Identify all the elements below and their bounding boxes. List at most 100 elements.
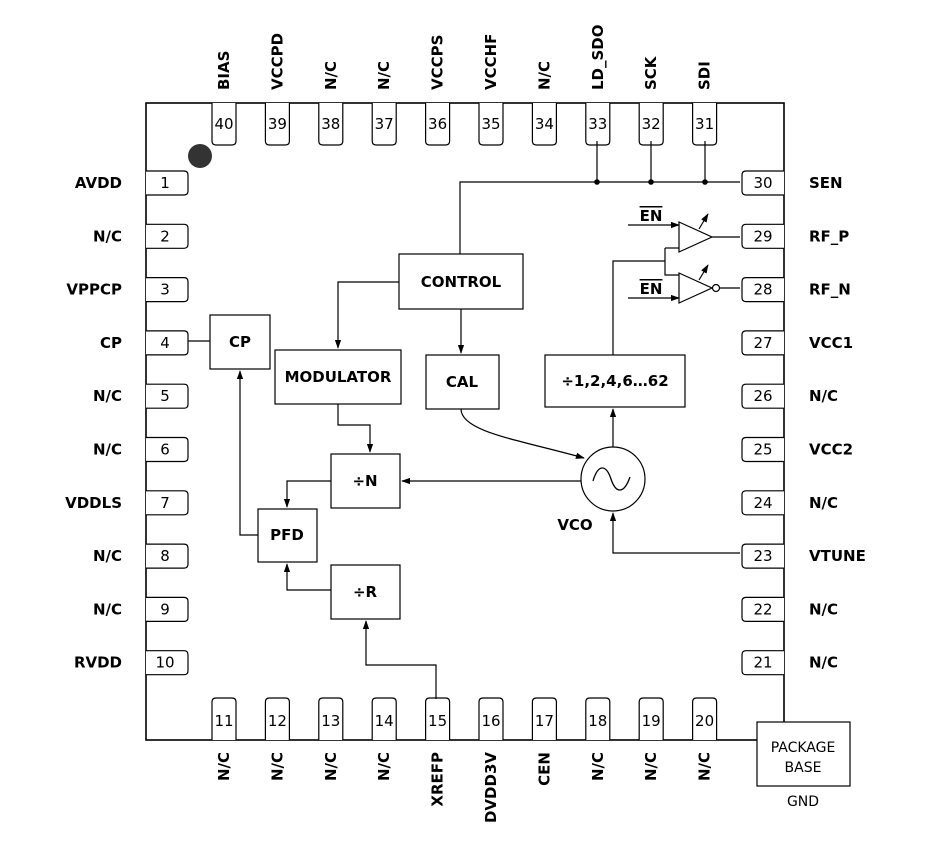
pin-number: 6 xyxy=(160,441,170,459)
pin-pad-left xyxy=(146,596,189,622)
pin-pad-top xyxy=(318,103,344,146)
pin-name-left: N/C xyxy=(93,547,122,565)
pin-name-right: N/C xyxy=(809,494,838,512)
pin-number: 13 xyxy=(321,712,340,730)
pin-name-right: RF_N xyxy=(809,281,851,299)
rf-buffer-n xyxy=(628,264,740,304)
pin-pad-bottom xyxy=(478,697,504,740)
pin-pad-left xyxy=(146,543,189,569)
pin-name-bottom: N/C xyxy=(268,752,286,781)
pin-name-right: RF_P xyxy=(809,227,849,245)
pin-name-top: VCCPD xyxy=(268,33,286,90)
pin-name-top: SCK xyxy=(642,55,660,90)
pin-name-bottom: N/C xyxy=(322,752,340,781)
pin-number: 12 xyxy=(268,712,287,730)
pin-number: 29 xyxy=(753,227,772,245)
pin-pad-right xyxy=(741,330,784,356)
pin-name-right: VCC2 xyxy=(809,441,853,459)
package-base-label-line2: BASE xyxy=(785,760,822,776)
pin-pad-right xyxy=(741,650,784,676)
vco-sine-icon xyxy=(592,467,631,491)
pins-group: 1AVDD2N/C3VPPCP4CP5N/C6N/C7VDDLS8N/C9N/C… xyxy=(65,24,866,823)
cal-block xyxy=(425,354,500,410)
pin-name-bottom: N/C xyxy=(375,752,393,781)
pin-name-bottom: N/C xyxy=(215,752,233,781)
pin-name-left: AVDD xyxy=(75,174,122,192)
pin-pad-right xyxy=(741,490,784,516)
pin-pad-left xyxy=(146,330,189,356)
pin-number: 5 xyxy=(160,387,170,405)
div-n-block xyxy=(330,453,401,509)
junction-dot xyxy=(648,179,654,185)
pin-pad-bottom xyxy=(638,697,664,740)
pin-pad-left xyxy=(146,436,189,463)
pin-name-right: N/C xyxy=(809,654,838,672)
pin-number: 2 xyxy=(160,227,170,245)
cp-block xyxy=(209,314,271,370)
pin-number: 21 xyxy=(753,654,772,672)
pin-number: 35 xyxy=(481,115,500,133)
pin-pad-left xyxy=(146,223,189,249)
div-r-block xyxy=(330,564,401,620)
pin-number: 16 xyxy=(481,712,500,730)
pin-name-left: CP xyxy=(100,334,122,352)
pin-name-left: N/C xyxy=(93,227,122,245)
pin-name-top: N/C xyxy=(322,61,340,90)
pin-pad-left xyxy=(146,277,189,303)
pin-number: 9 xyxy=(160,600,170,618)
pfd-label: PFD xyxy=(270,526,304,544)
pin-number: 40 xyxy=(214,115,233,133)
cal-label: CAL xyxy=(446,373,479,391)
control-label: CONTROL xyxy=(421,273,502,291)
pin-pad-bottom xyxy=(211,697,237,740)
pin-pad-right xyxy=(741,596,784,622)
pin-name-bottom: N/C xyxy=(642,752,660,781)
pin-number: 27 xyxy=(753,334,772,352)
pin-name-top: N/C xyxy=(375,61,393,90)
signal-wires xyxy=(236,247,740,699)
pin-name-top: SDI xyxy=(696,61,714,90)
pin-name-bottom: XREFP xyxy=(429,752,447,807)
pin-name-left: N/C xyxy=(93,600,122,618)
pin-number: 14 xyxy=(375,712,394,730)
pin-pad-right xyxy=(741,383,784,409)
pin-number: 25 xyxy=(753,441,772,459)
serial-bus xyxy=(459,141,740,254)
rf-p-enable-label: EN xyxy=(640,207,663,225)
pin-name-left: VPPCP xyxy=(66,281,122,299)
pin-name-right: VCC1 xyxy=(809,334,853,352)
pin-pad-left xyxy=(146,170,189,196)
pin-pad-right xyxy=(741,223,784,249)
pin-number: 37 xyxy=(375,115,394,133)
pin-pad-bottom xyxy=(585,697,611,740)
pin-pad-left xyxy=(146,383,189,409)
package-base-label-line1: PACKAGE xyxy=(771,740,836,756)
pin-pad-right xyxy=(741,436,784,463)
pin-pad-bottom xyxy=(371,697,397,740)
pin-number: 31 xyxy=(695,115,714,133)
vco-label: VCO xyxy=(557,516,592,534)
cp-label: CP xyxy=(229,333,251,351)
pin-pad-bottom xyxy=(692,697,718,740)
pin-pad-right xyxy=(741,170,784,196)
pin-pad-bottom xyxy=(264,697,290,740)
pin-number: 38 xyxy=(321,115,340,133)
pin-pad-left xyxy=(146,490,189,516)
pin-name-bottom: CEN xyxy=(535,752,553,786)
pin-pad-top xyxy=(478,103,504,146)
pin-pad-bottom xyxy=(531,697,557,740)
pin-name-left: N/C xyxy=(93,441,122,459)
pin-number: 10 xyxy=(155,654,174,672)
pin-number: 7 xyxy=(160,494,170,512)
chip-body xyxy=(145,102,785,741)
pin-number: 32 xyxy=(642,115,661,133)
pin-name-left: VDDLS xyxy=(65,494,122,512)
pin-pad-top xyxy=(425,103,451,146)
pin-number: 33 xyxy=(588,115,607,133)
pin-number: 17 xyxy=(535,712,554,730)
pin-number: 28 xyxy=(753,281,772,299)
pin-pad-top xyxy=(585,103,611,146)
pin-name-top: VCCHF xyxy=(482,34,500,90)
pin-number: 1 xyxy=(160,174,170,192)
pin-pad-top xyxy=(211,103,237,146)
